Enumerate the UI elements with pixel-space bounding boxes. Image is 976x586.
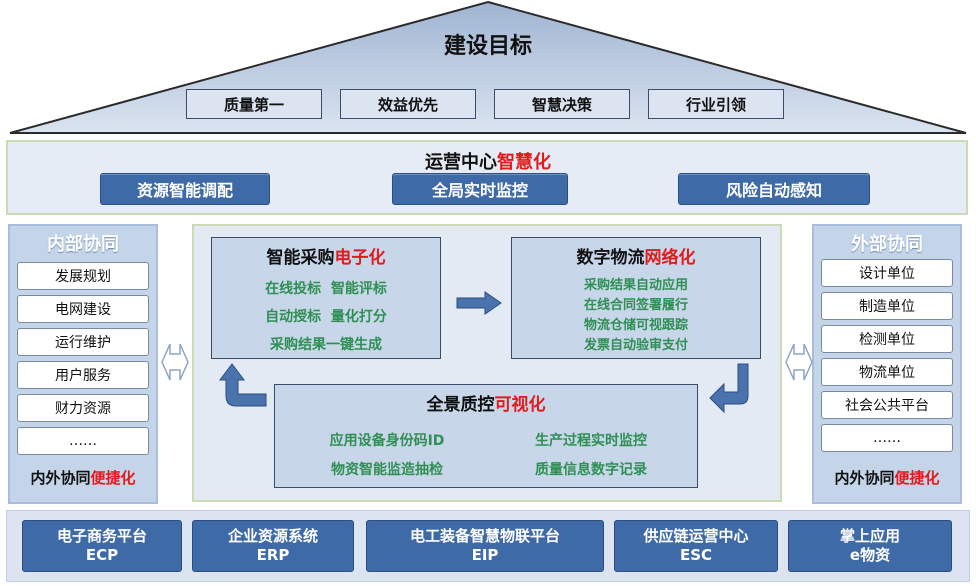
logistics-title: 数字物流网络化: [511, 243, 761, 268]
quality-title-prefix: 全景质控: [426, 395, 495, 415]
goal-industry: 行业引领: [648, 89, 784, 119]
internal-item: 发展规划: [17, 262, 149, 290]
procurement-title-prefix: 智能采购: [266, 248, 335, 268]
platform-ecp[interactable]: 电子商务平台 ECP: [22, 520, 182, 572]
platform-code: e物资: [849, 546, 891, 564]
platform-erp[interactable]: 企业资源系统 ERP: [192, 520, 354, 572]
quality-title-highlight: 可视化: [494, 395, 546, 415]
external-item: 设计单位: [821, 259, 953, 287]
platform-name: 掌上应用: [839, 527, 900, 546]
platform-name: 电工装备智慧物联平台: [409, 527, 560, 546]
procurement-line: 自动授标 量化打分: [265, 309, 387, 325]
ops-resource-button[interactable]: 资源智能调配: [100, 173, 270, 205]
procurement-line: 在线投标 智能评标: [265, 281, 387, 297]
internal-footer-prefix: 内外协同: [30, 469, 91, 487]
goal-benefit: 效益优先: [340, 89, 476, 119]
procurement-box: [211, 237, 441, 359]
logistics-line: 采购结果自动应用: [583, 278, 688, 293]
roof-shape: [9, 0, 967, 134]
external-item: 制造单位: [821, 292, 953, 320]
external-item: 物流单位: [821, 358, 953, 386]
logistics-line: 物流仓储可视跟踪: [583, 318, 688, 333]
procurement-line: 采购结果一键生成: [270, 337, 382, 353]
ops-title: 运营中心智慧化: [0, 148, 976, 174]
platform-eip[interactable]: 电工装备智慧物联平台 EIP: [366, 520, 604, 572]
right-double-arrow-icon: [785, 343, 813, 381]
internal-item: 财力资源: [17, 394, 149, 422]
platform-mobile[interactable]: 掌上应用 e物资: [788, 520, 952, 572]
internal-footer-highlight: 便捷化: [90, 469, 136, 487]
left-double-arrow-icon: [161, 343, 189, 381]
internal-item: 运行维护: [17, 328, 149, 356]
procurement-title-highlight: 电子化: [334, 248, 386, 268]
logistics-title-prefix: 数字物流: [576, 248, 645, 268]
internal-item: ……: [17, 427, 149, 455]
external-item: ……: [821, 424, 953, 452]
external-footer-highlight: 便捷化: [894, 469, 940, 487]
logistics-box: [511, 237, 761, 359]
quality-line: 生产过程实时监控: [535, 433, 647, 449]
quality-title: 全景质控可视化: [274, 390, 698, 415]
quality-line: 物资智能监造抽检: [331, 462, 443, 478]
goal-quality: 质量第一: [186, 89, 322, 119]
platform-code: ECP: [85, 546, 119, 564]
internal-item: 用户服务: [17, 361, 149, 389]
platform-code: ESC: [679, 546, 713, 564]
flow-right-arrow-icon: [456, 291, 502, 315]
external-item: 社会公共平台: [821, 391, 953, 419]
ops-risk-button[interactable]: 风险自动感知: [678, 173, 870, 205]
quality-line: 应用设备身份码ID: [329, 433, 445, 449]
logistics-title-highlight: 网络化: [644, 248, 696, 268]
logistics-line: 发票自动验审支付: [583, 338, 688, 353]
quality-box: [274, 384, 698, 488]
external-title: 外部协同: [851, 234, 923, 255]
external-footer-prefix: 内外协同: [834, 469, 895, 487]
flow-curve-up-arrow-icon: [219, 363, 267, 407]
external-item: 检测单位: [821, 325, 953, 353]
logistics-line: 在线合同签署履行: [583, 298, 688, 313]
platform-name: 企业资源系统: [227, 527, 318, 546]
platform-code: ERP: [256, 546, 290, 564]
ops-monitor-button[interactable]: 全局实时监控: [392, 173, 568, 205]
ops-title-highlight: 智慧化: [497, 152, 551, 173]
internal-item: 电网建设: [17, 295, 149, 323]
procurement-title: 智能采购电子化: [211, 243, 441, 268]
platform-name: 电子商务平台: [56, 527, 147, 546]
ops-title-prefix: 运营中心: [425, 152, 497, 173]
platform-name: 供应链运营中心: [643, 527, 749, 546]
flow-curve-down-left-arrow-icon: [709, 363, 749, 414]
roof-title: 建设目标: [443, 34, 532, 59]
platform-esc[interactable]: 供应链运营中心 ESC: [614, 520, 778, 572]
external-footer: 内外协同便捷化: [812, 467, 962, 488]
internal-title: 内部协同: [47, 234, 119, 255]
quality-line: 质量信息数字记录: [535, 462, 647, 478]
platform-code: EIP: [471, 546, 499, 564]
internal-footer: 内外协同便捷化: [8, 467, 158, 488]
goal-decision: 智慧决策: [494, 89, 630, 119]
